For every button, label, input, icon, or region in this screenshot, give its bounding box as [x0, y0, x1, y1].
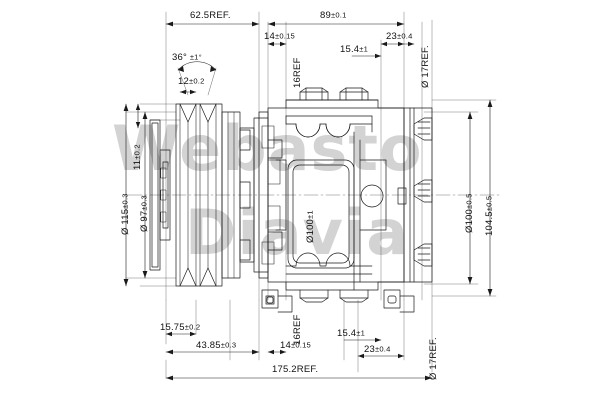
dim-175-2ref: 175.2REF. [272, 364, 319, 375]
dim-104-5: 104.5±0.5 [484, 195, 495, 236]
dim-dia115: Ø 115±0.3 [120, 193, 131, 235]
dim-15-4-bottom: 15.4±1 [337, 328, 366, 339]
dim-dia97: Ø 97±0.3 [139, 195, 150, 232]
dim-23-bottom: 23±0.4 [364, 344, 391, 355]
dim-15-4-top: 15.4±1 [340, 44, 369, 55]
dim-14-top: 14±0.15 [264, 31, 295, 42]
dim-angle-36: 36° ±1° [172, 52, 202, 63]
dim-11: 11±0.2 [132, 144, 143, 170]
dim-43-85: 43.85±0.3 [196, 340, 237, 351]
dim-dia100-center: Ø100±1 [305, 210, 316, 243]
dim-16ref-bottom: 16REF [292, 314, 303, 345]
dim-dia17ref-bottom: Ø 17REF. [428, 337, 439, 380]
dim-14-bottom: 14±0.15 [280, 340, 311, 351]
dim-62-5-ref: 62.5REF. [190, 10, 231, 21]
dim-15-75: 15.75±0.2 [160, 322, 201, 333]
dim-dia100-right: Ø100±0.5 [464, 193, 475, 233]
dim-23-top: 23±0.4 [386, 31, 413, 42]
dim-groove-12: 12±0.2 [178, 76, 205, 87]
dim-16ref-top: 16REF [292, 57, 303, 88]
dim-89: 89±0.1 [320, 10, 347, 21]
dim-dia17ref-top: Ø 17REF. [420, 45, 431, 88]
